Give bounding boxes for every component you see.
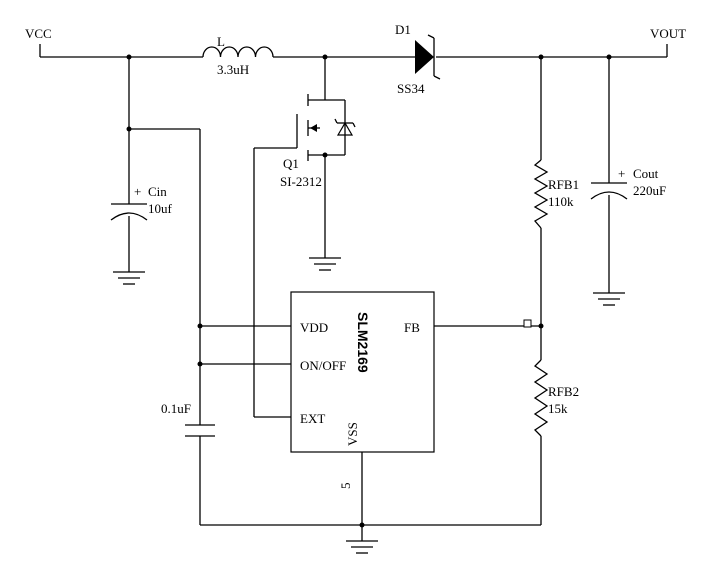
junction-dot: [606, 54, 612, 60]
ic-body: [290, 291, 435, 453]
ground-symbol-mosfet: [309, 257, 341, 271]
junction-dot: [538, 323, 544, 329]
probe-marker: [523, 319, 532, 328]
diode-d1: D1 SS34: [395, 22, 441, 96]
rfb2-name: RFB2: [548, 384, 579, 399]
rfb1-name: RFB1: [548, 177, 579, 192]
junction-dot: [359, 522, 365, 528]
bypass-cap-value: 0.1uF: [161, 401, 191, 416]
junction-dot: [126, 126, 132, 132]
pin-fb-label: FB: [404, 320, 420, 335]
cout-name: Cout: [633, 166, 659, 181]
junction-dot: [322, 152, 328, 158]
capacitor-bypass: 0.1uF: [161, 401, 215, 437]
mosfet-q1: Q1 SI-2312: [280, 94, 356, 189]
inductor-l: L 3.3uH: [202, 34, 274, 77]
vcc-label: VCC: [25, 26, 52, 41]
rfb2-value: 15k: [548, 401, 568, 416]
junction-dot: [322, 54, 328, 60]
ground-symbol-cin: [113, 271, 145, 285]
pin-number-5: 5: [338, 483, 353, 490]
cin-plus: +: [134, 184, 141, 199]
rfb1-value: 110k: [548, 194, 574, 209]
pin-vss-label: VSS: [345, 422, 360, 446]
resistor-rfb2: RFB2 15k: [533, 359, 579, 437]
cin-name: Cin: [148, 184, 167, 199]
junction-dot: [126, 54, 132, 60]
ic-slm2169: VDD ON/OFF EXT FB SLM2169 VSS 5: [290, 291, 435, 490]
diode-name: D1: [395, 22, 411, 37]
ic-part-name: SLM2169: [355, 312, 371, 373]
pin-onoff-label: ON/OFF: [300, 358, 346, 373]
wires: [39, 44, 668, 541]
diode-part: SS34: [397, 81, 425, 96]
pin-ext-label: EXT: [300, 411, 325, 426]
junction-dot: [197, 361, 203, 367]
ground-symbol-cout: [593, 292, 625, 306]
mosfet-part: SI-2312: [280, 174, 322, 189]
junction-dot: [538, 54, 544, 60]
capacitor-cout: + Cout 220uF: [590, 166, 666, 200]
mosfet-name: Q1: [283, 156, 299, 171]
inductor-value: 3.3uH: [217, 62, 249, 77]
ground-symbol-bottom: [346, 540, 378, 554]
pin-vdd-label: VDD: [300, 320, 328, 335]
junctions: [126, 54, 612, 528]
resistor-rfb1: RFB1 110k: [533, 159, 579, 229]
vout-label: VOUT: [650, 26, 686, 41]
cin-value: 10uf: [148, 201, 173, 216]
capacitor-cin: + Cin 10uf: [110, 184, 173, 221]
cout-plus: +: [618, 166, 625, 181]
cout-value: 220uF: [633, 183, 666, 198]
junction-dot: [197, 323, 203, 329]
inductor-name: L: [217, 34, 225, 49]
